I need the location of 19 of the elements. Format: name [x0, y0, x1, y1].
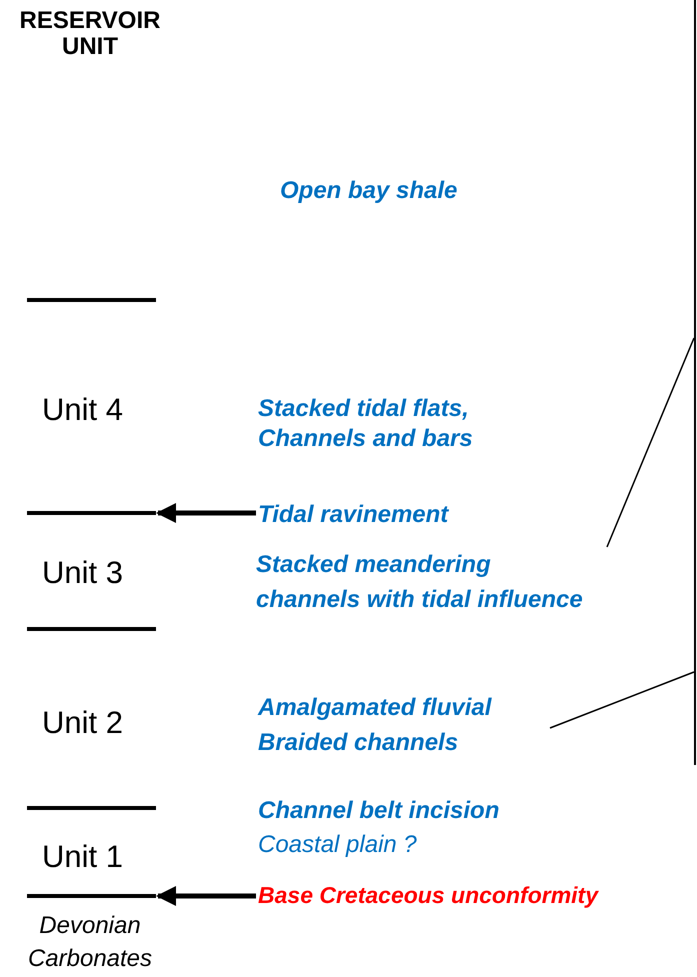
facies-label: Stacked tidal flats, Channels and bars: [258, 394, 474, 454]
surface-label: Base Cretaceous unconformity: [258, 880, 697, 910]
column-heading: RESERVOIR UNIT: [18, 8, 162, 60]
unit-label: Unit 3: [42, 554, 124, 592]
leader-line: [606, 338, 695, 548]
leader-line: [550, 671, 694, 729]
facies-label: Open bay shale: [280, 176, 458, 206]
unit-label: Unit 2: [42, 704, 124, 742]
unit-label: Unit 4: [42, 391, 124, 429]
unit-label: Unit 1: [42, 838, 124, 876]
arrow: [156, 503, 256, 523]
arrow: [156, 886, 256, 906]
vertical-rule: [694, 392, 696, 765]
facies-label: Tidal ravinement: [258, 500, 498, 530]
facies-label: Devonian Carbonates: [26, 911, 154, 974]
facies-label: Coastal plain ?: [258, 830, 418, 860]
facies-label: Amalgamated fluvial Braided channels: [258, 690, 550, 760]
facies-label: Channel belt incision: [258, 796, 500, 826]
facies-label: Stacked meandering channels with tidal influence: [256, 547, 676, 617]
